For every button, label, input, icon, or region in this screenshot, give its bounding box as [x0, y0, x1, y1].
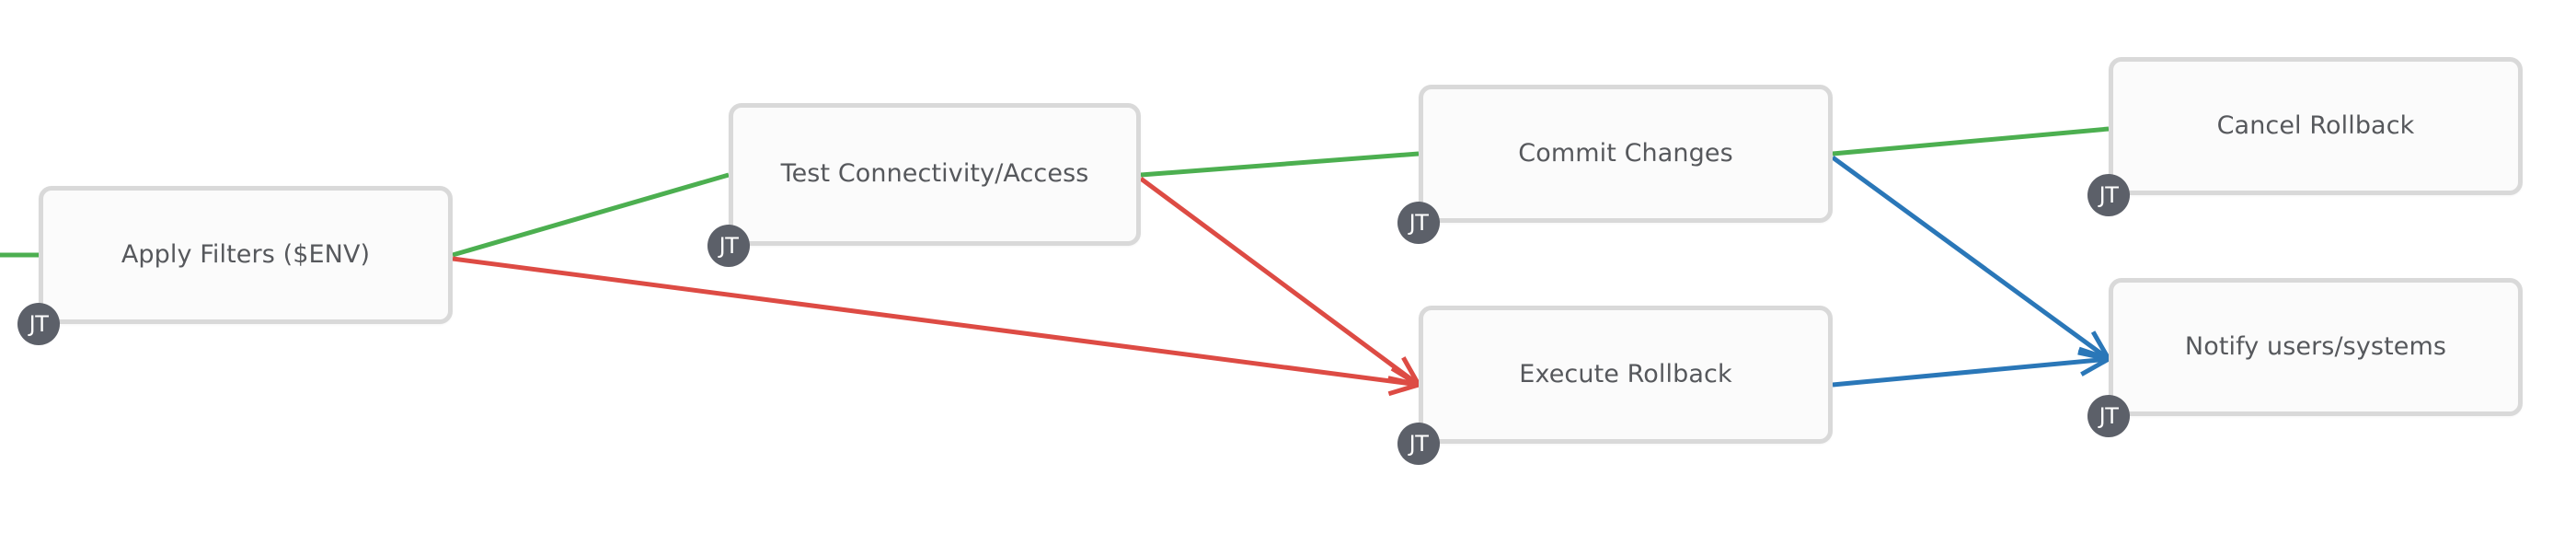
edge-apply-to-test-line — [452, 172, 730, 258]
edge-test-to-execute-line — [1139, 176, 1420, 388]
edge-apply-to-execute-arrowhead-icon — [1387, 366, 1425, 397]
avatar-apply-filters[interactable]: JT — [17, 303, 60, 345]
node-cancel-rollback[interactable]: Cancel Rollback — [2109, 57, 2523, 195]
avatar-initials: JT — [2099, 403, 2119, 429]
node-execute-rollback[interactable]: Execute Rollback — [1419, 306, 1833, 444]
edge-execute-to-notify-arrowhead-icon — [2077, 346, 2115, 377]
edge-apply-to-execute[interactable] — [452, 256, 1425, 397]
edge-apply-to-execute-line — [452, 256, 1420, 388]
edge-apply-to-test[interactable] — [452, 172, 730, 258]
node-test-connectivity[interactable]: Test Connectivity/Access — [729, 103, 1141, 246]
node-apply-filters[interactable]: Apply Filters ($ENV) — [39, 186, 453, 324]
node-label-execute-rollback: Execute Rollback — [1519, 359, 1732, 388]
node-label-cancel-rollback: Cancel Rollback — [2216, 110, 2415, 140]
node-label-apply-filters: Apply Filters ($ENV) — [121, 239, 371, 269]
edge-execute-to-notify[interactable] — [1832, 346, 2115, 388]
avatar-commit-changes[interactable]: JT — [1397, 202, 1440, 244]
edge-commit-to-cancel[interactable] — [1832, 126, 2110, 156]
avatar-test-connectivity[interactable]: JT — [707, 225, 750, 267]
avatar-notify-users[interactable]: JT — [2087, 395, 2130, 437]
avatar-initials: JT — [1409, 210, 1429, 236]
avatar-execute-rollback[interactable]: JT — [1397, 423, 1440, 465]
edge-test-to-commit-line — [1140, 151, 1420, 178]
avatar-initials: JT — [29, 311, 49, 337]
node-label-commit-changes: Commit Changes — [1518, 138, 1733, 168]
avatar-initials: JT — [719, 233, 739, 259]
avatar-cancel-rollback[interactable]: JT — [2087, 174, 2130, 216]
node-label-test-connectivity: Test Connectivity/Access — [780, 159, 1089, 189]
edge-commit-to-notify-arrowhead-icon — [2077, 330, 2113, 363]
edge-test-to-commit[interactable] — [1140, 151, 1420, 178]
node-label-notify-users: Notify users/systems — [2184, 331, 2447, 361]
edge-commit-to-notify[interactable] — [1831, 155, 2113, 363]
edge-execute-to-notify-line — [1832, 356, 2110, 388]
edge-test-to-execute-arrowhead-icon — [1387, 356, 1423, 388]
node-commit-changes[interactable]: Commit Changes — [1419, 85, 1833, 223]
avatar-initials: JT — [2099, 182, 2119, 208]
node-notify-users[interactable]: Notify users/systems — [2109, 278, 2523, 416]
edge-commit-to-cancel-line — [1832, 126, 2110, 156]
avatar-initials: JT — [1409, 431, 1429, 457]
edge-commit-to-notify-line — [1831, 155, 2110, 362]
edge-test-to-execute[interactable] — [1139, 176, 1423, 388]
